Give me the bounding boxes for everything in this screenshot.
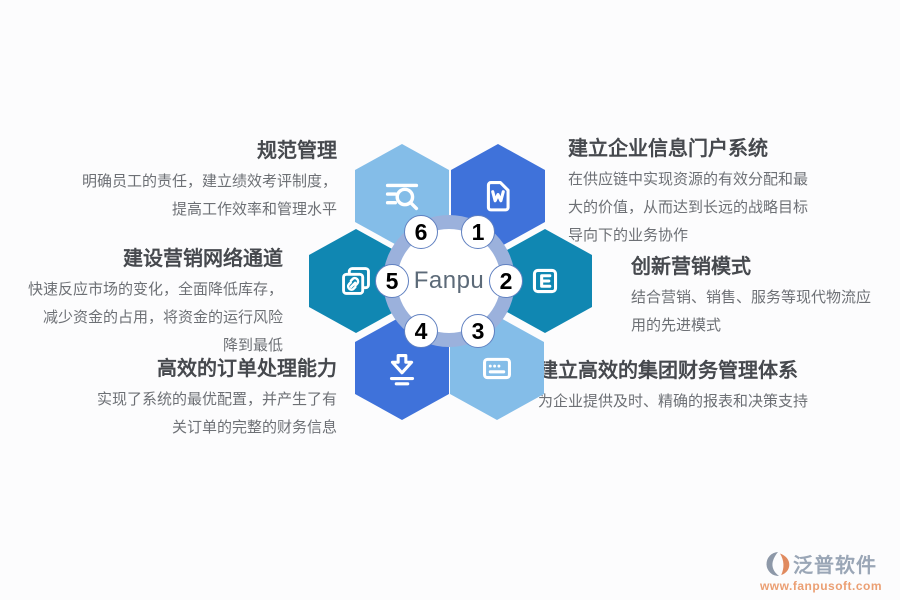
block-line: 结合营销、销售、服务等现代物流应 [631, 289, 872, 306]
block-line: 导向下的业务协作 [568, 227, 689, 244]
link-pages-icon [342, 267, 370, 295]
step-badge-2: 2 [489, 264, 523, 298]
e-square-icon [532, 268, 558, 294]
search-list-icon [385, 183, 419, 211]
block-title: 建立企业信息门户系统 [568, 138, 768, 160]
block-title: 规范管理 [257, 140, 337, 162]
block-line: 关订单的完整的财务信息 [171, 419, 337, 436]
block-line: 为企业提供及时、精确的报表和决策支持 [538, 393, 809, 410]
download-icon [389, 354, 415, 386]
block-line: 明确员工的责任，建立绩效考评制度， [81, 173, 337, 190]
fanpu-logo-mark-icon [766, 551, 790, 576]
fanpu-logo: 泛普软件 www.fanpusoft.com [750, 549, 892, 593]
block-title: 创新营销模式 [631, 256, 751, 278]
block-1-info-portal: 建立企业信息门户系统 在供应链中实现资源的有效分配和最 大的价值，从而达到长远的… [568, 136, 868, 250]
block-line: 快速反应市场的变化，全面降低库存， [27, 281, 283, 298]
block-line: 实现了系统的最优配置，并产生了有 [96, 391, 337, 408]
step-badge-5: 5 [375, 264, 409, 298]
block-title: 建立高效的集团财务管理体系 [538, 360, 798, 382]
center-brand-label: Fanpu [413, 267, 485, 294]
step-badge-4: 4 [404, 314, 438, 348]
block-2-marketing-model: 创新营销模式 结合营销、销售、服务等现代物流应 用的先进模式 [631, 254, 900, 340]
block-title: 建设营销网络通道 [123, 248, 283, 270]
block-3-finance-system: 建立高效的集团财务管理体系 为企业提供及时、精确的报表和决策支持 [538, 358, 878, 416]
step-badge-6: 6 [404, 215, 438, 249]
word-document-icon [486, 181, 510, 212]
block-line: 用的先进模式 [631, 317, 722, 334]
block-title: 高效的订单处理能力 [157, 358, 337, 380]
block-6-standard-management: 规范管理 明确员工的责任，建立绩效考评制度， 提高工作效率和管理水平 [0, 138, 337, 224]
card-lines-icon [483, 357, 511, 380]
fanpu-logo-text: 泛普软件 [793, 555, 877, 577]
step-badge-3: 3 [461, 314, 495, 348]
block-line: 提高工作效率和管理水平 [171, 201, 337, 218]
block-line: 降到最低 [222, 337, 283, 354]
block-line: 大的价值，从而达到长远的战略目标 [568, 199, 809, 216]
block-line: 在供应链中实现资源的有效分配和最 [568, 171, 809, 188]
step-badge-1: 1 [461, 215, 495, 249]
block-4-order-processing: 高效的订单处理能力 实现了系统的最优配置，并产生了有 关订单的完整的财务信息 [0, 356, 337, 442]
block-5-marketing-network: 建设营销网络通道 快速反应市场的变化，全面降低库存， 减少资金的占用，将资金的运… [0, 246, 283, 360]
block-line: 减少资金的占用，将资金的运行风险 [42, 309, 283, 326]
fanpu-logo-url: www.fanpusoft.com [759, 579, 883, 593]
